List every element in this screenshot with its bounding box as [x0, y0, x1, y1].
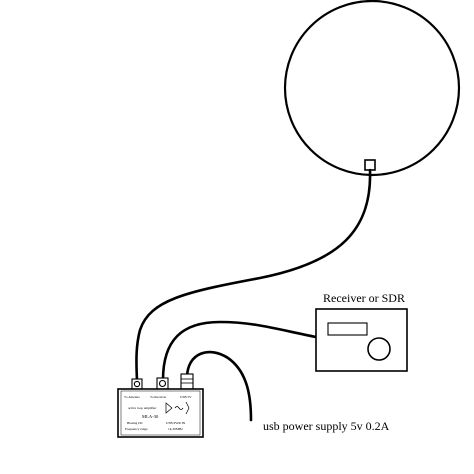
loop-antenna [283, 0, 461, 177]
receiver-label: Receiver or SDR [323, 291, 405, 305]
amp-frequency-label: Frequency range [125, 427, 148, 431]
antenna-feed-box [364, 159, 376, 171]
amp-biasing-label: Biasing DC [127, 421, 144, 425]
usb-power-cable [185, 350, 253, 422]
antenna-cable [135, 168, 372, 382]
amp-frequency-value: 1k-30MHz [168, 427, 183, 431]
receiver-cable [161, 320, 318, 382]
receiver-box [315, 308, 408, 372]
amp-voltage-label: USB 5V [180, 395, 192, 399]
receiver-tuning-knob [367, 337, 391, 361]
amp-schematic-icon [165, 401, 190, 415]
amp-port-left-label: To Antenna [124, 395, 140, 399]
usb-power-label: usb power supply 5v 0.2A [263, 419, 390, 433]
receiver-display [327, 322, 368, 336]
amp-biasing-value: USB PWR IN [166, 421, 186, 425]
amp-port-right-label: To Receiver [150, 395, 167, 399]
amp-model: MLA-30 [142, 414, 159, 419]
amplifier-module: To Antenna To Receiver USB 5V active loo… [117, 388, 204, 438]
amplifier-connectors [131, 373, 194, 390]
amp-description: active loop amplifier [128, 406, 157, 410]
